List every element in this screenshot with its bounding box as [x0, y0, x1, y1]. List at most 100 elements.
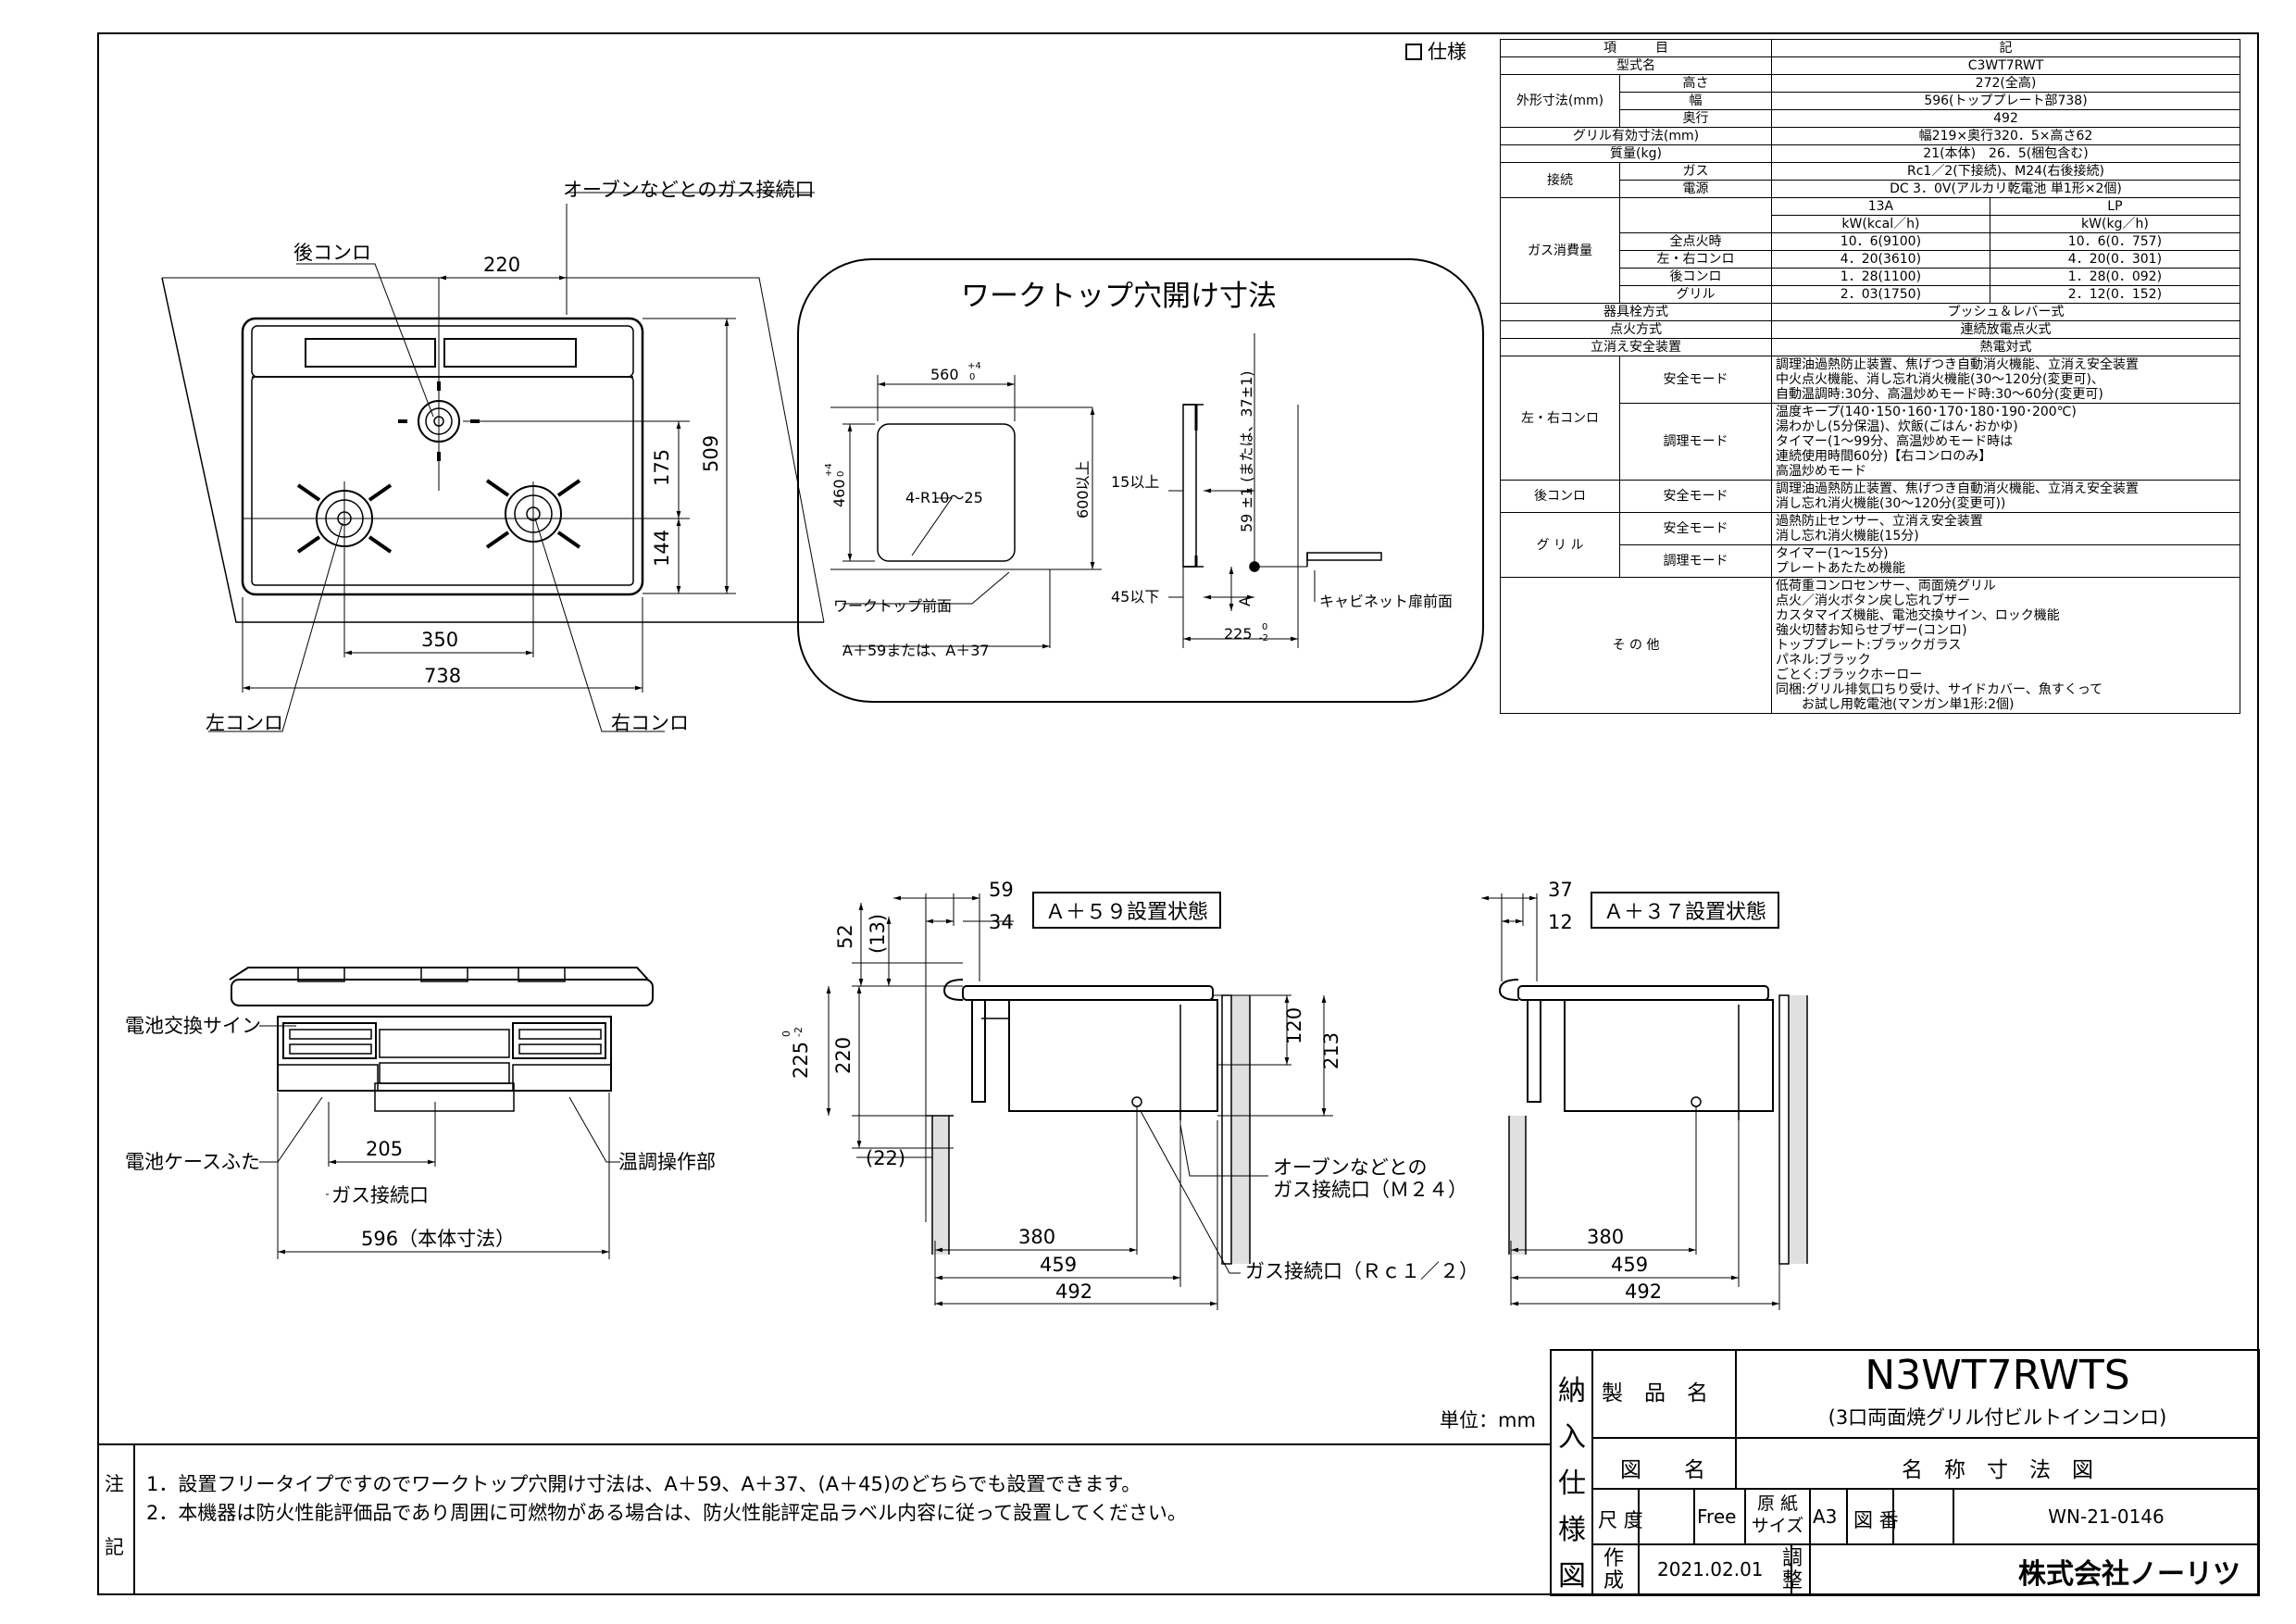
product-code: N3WT7RWTS [1865, 1352, 2130, 1399]
dim-a: A [1236, 596, 1254, 606]
number-label: 図 番 [1853, 1509, 1899, 1531]
dim-45: 45以下 [1111, 588, 1159, 606]
spec-model-label: 型式名 [1500, 56, 1772, 75]
spec-flameout-value: 熱電対式 [1771, 338, 2240, 356]
label-m24-2: ガス接続口（Ｍ２４） [1273, 1179, 1467, 1201]
spec-width-label: 幅 [1619, 92, 1772, 110]
spec-line: タイマー(1～15分) [1776, 546, 1889, 561]
spec-col-lp: LP [1989, 197, 2241, 216]
spec-line: 調理油過熱防止装置、焦げつき自動消火機能、立消え安全装置 [1776, 481, 2139, 496]
dim-459: 459 [1040, 1254, 1077, 1276]
spec-line: 点火／消火ボタン戻し忘れブザー [1776, 593, 1970, 608]
dim-225-tol-bot: -2 [1259, 633, 1268, 643]
spec-grill-dim-label: グリル有効寸法(mm) [1500, 127, 1772, 145]
dim-220: 220 [483, 254, 520, 276]
dim-225-tol-top: 0 [1262, 622, 1267, 632]
spec-heading: 仕様 [1428, 41, 1466, 63]
dim-225-side: 225 [790, 1042, 812, 1079]
spec-blank-cell [1619, 197, 1772, 233]
spec-line: 温度キープ(140･150･160･170･180･190･200℃) [1776, 405, 2077, 419]
dim-22: (22) [866, 1147, 905, 1169]
company-logo: 株式会社ノーリツ [2018, 1558, 2240, 1591]
dim-15: 15以上 [1111, 473, 1159, 491]
spec-row-13a: 2．03(1750) [1771, 285, 1990, 304]
spec-power-value: DC 3．0V(アルカリ乾電池 単1形×2個) [1771, 180, 2240, 198]
spec-row-13a: 10．6(9100) [1771, 232, 1990, 251]
worktop-title: ワークトップ穴開け寸法 [961, 280, 1277, 313]
spec-outer-label: 外形寸法(mm) [1500, 74, 1620, 128]
scale-value: Free [1697, 1505, 1737, 1528]
spec-row-13a: 1．28(1100) [1771, 268, 1990, 286]
label-battery-sign: 電池交換サイン [125, 1015, 261, 1037]
spec-valve-value: プッシュ＆レバー式 [1771, 303, 2240, 321]
spec-gas-value: Rc1／2(下接続)、M24(右後接続) [1771, 162, 2240, 181]
spec-row-lp: 1．28(0．092) [1989, 268, 2241, 286]
spec-other-label: そ の 他 [1500, 577, 1772, 714]
dim-175: 175 [651, 449, 673, 486]
number-value: WN-21-0146 [2048, 1505, 2165, 1528]
label-gas-connect-top: オーブンなどとのガス接続口 [563, 179, 815, 201]
scale-label: 尺 度 [1598, 1509, 1643, 1531]
spec-line: ごとく:ブラックホーロー [1776, 668, 1923, 682]
paper-label: 原 紙 サイズ [1751, 1493, 1804, 1536]
label-radius: 4-R10～25 [905, 489, 983, 506]
spec-line: カスタマイズ機能、電池交換サイン、ロック機能 [1776, 608, 2060, 623]
spec-consumption-label: ガス消費量 [1500, 197, 1620, 304]
spec-heading-wrap: 仕様 [1405, 37, 1466, 65]
spec-safe-mode: 安全モード [1619, 512, 1772, 545]
spec-grill-adjust: タイマー(1～15分)プレートあたため機能 [1771, 544, 2240, 578]
title-block-frame [97, 1349, 2260, 1596]
spec-row-lp: 4．20(0．301) [1989, 250, 2241, 269]
notes-label-top: 注 [105, 1473, 124, 1495]
label-offset: A＋59または、A＋37 [842, 642, 990, 659]
spec-lr-label: 左・右コンロ [1500, 356, 1620, 481]
top-view [161, 192, 825, 732]
spec-adjust-mode: 調理モード [1619, 403, 1772, 481]
spec-row-label: グリル [1619, 285, 1772, 304]
dim-460-tol-bot: 0 [836, 471, 846, 477]
spec-adjust-mode: 調理モード [1619, 544, 1772, 578]
dim-225-side-tol-top: 0 [780, 1031, 792, 1037]
spec-depth-label: 奥行 [1619, 109, 1772, 128]
product-desc: (3口両面焼グリル付ビルトインコンロ) [1828, 1406, 2167, 1429]
label-rc: ガス接続口（Ｒｃ１／２） [1245, 1260, 1479, 1282]
spec-icon [1405, 44, 1422, 60]
label-gas-connect-front: ガス接続口 [331, 1184, 429, 1206]
paper-value: A3 [1813, 1505, 1838, 1528]
label-m24-1: オーブンなどとの [1273, 1156, 1428, 1179]
side-view-a59 [826, 893, 1333, 1310]
spec-line: タイマー(1～99分、高温炒めモード時は [1776, 434, 2014, 449]
spec-valve-label: 器具栓方式 [1500, 303, 1772, 321]
dim-120: 120 [1283, 1007, 1305, 1044]
dim-492: 492 [1055, 1280, 1092, 1303]
front-view [229, 967, 654, 1259]
dim-560-tol-top: +4 [967, 361, 981, 371]
dim-509: 509 [700, 435, 722, 472]
spec-unit-lp: kW(kg／h) [1989, 215, 2241, 233]
side-view-a37 [1481, 893, 1808, 1310]
dim-350: 350 [421, 629, 458, 651]
adjust-label: 調整 [1782, 1547, 1803, 1593]
spec-flameout-label: 立消え安全装置 [1500, 338, 1772, 356]
dim-59-side: 59 [989, 879, 1014, 901]
spec-line: プレートあたため機能 [1776, 561, 1905, 576]
dim-380: 380 [1018, 1226, 1055, 1248]
dim-492-b: 492 [1625, 1280, 1662, 1303]
spec-line: 湯わかし(5分保温)、炊飯(ごはん･おかゆ) [1776, 419, 2018, 434]
spec-row-label: 後コンロ [1619, 268, 1772, 286]
spec-model-value: C3WT7RWT [1771, 56, 2240, 75]
dim-225-side-tol-bot: -2 [792, 1027, 805, 1037]
spec-line: お試し用乾電池(マンガン単1形:2個) [1776, 697, 2015, 712]
unit-label: 単位：mm [1440, 1409, 1536, 1431]
spec-depth-value: 492 [1771, 109, 2240, 128]
label-right-burner: 右コンロ [611, 712, 689, 734]
spec-grill-dim-value: 幅219×奥行320．5×高さ62 [1771, 127, 2240, 145]
made-label: 作成 [1603, 1547, 1625, 1593]
dim-213: 213 [1320, 1032, 1342, 1069]
drawing-name: 名 称 寸 法 図 [1902, 1458, 2093, 1482]
drawing-label: 図 名 [1620, 1458, 1705, 1482]
spec-row-lp: 2．12(0．152) [1989, 285, 2241, 304]
dim-12: 12 [1548, 911, 1573, 933]
spec-header-value: 記 [1771, 39, 2240, 57]
